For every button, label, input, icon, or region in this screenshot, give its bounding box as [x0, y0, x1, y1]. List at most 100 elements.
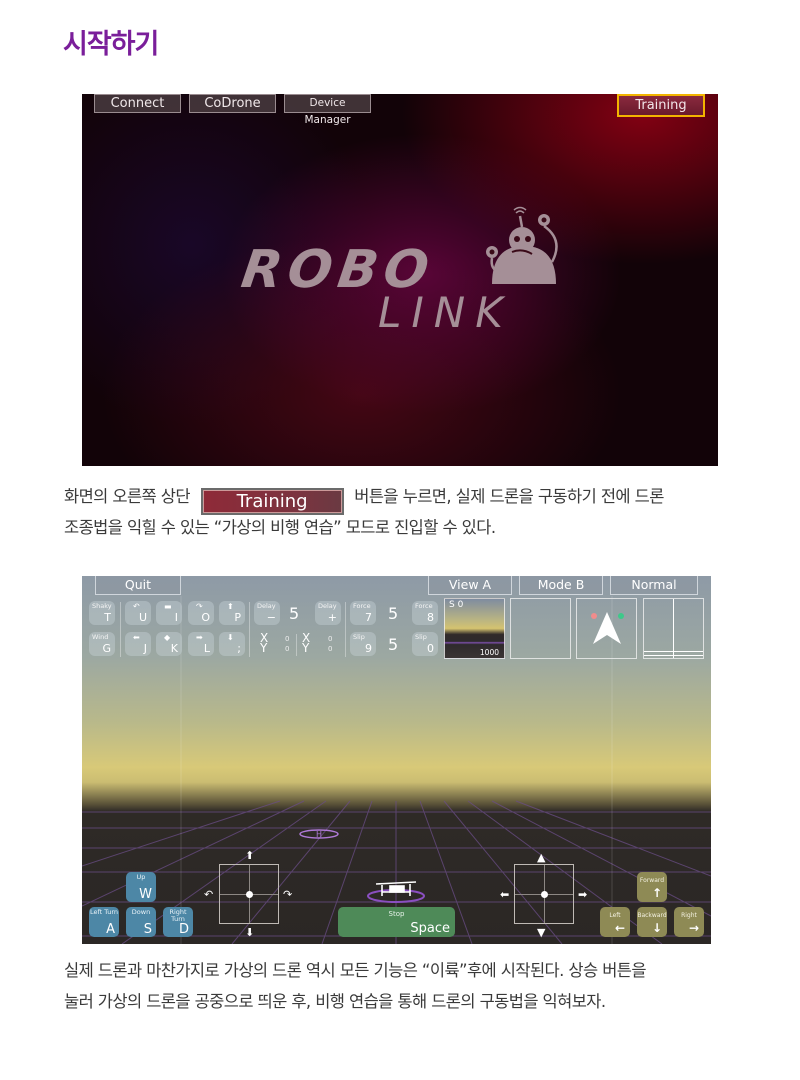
key-delay-plus[interactable]: Delay + [315, 601, 341, 625]
camera-altitude-value: 1000 [479, 648, 499, 657]
turn-right-icon: ↷ [283, 888, 293, 901]
device-manager-button[interactable]: Device Manager [284, 94, 371, 126]
left-turn-a-button[interactable]: Left Turn A [89, 907, 119, 937]
x-value: 0 [285, 635, 290, 643]
codrone-button[interactable]: CoDrone [189, 94, 276, 113]
key-label: Left Turn [89, 908, 119, 916]
key-char: ; [237, 642, 241, 655]
key-l[interactable]: ➡ L [188, 632, 214, 656]
right-button[interactable]: Right → [674, 907, 704, 937]
delay-value: 5 [289, 604, 300, 623]
y-value: 0 [328, 645, 333, 653]
key-label: Force [415, 602, 433, 610]
down-arrow-icon: ↓ [651, 921, 662, 935]
paragraph-1-line-1: 화면의 오른쪽 상단 Training 버튼을 누르면, 실제 드론을 구동하기… [64, 482, 664, 515]
key-char: − [266, 611, 276, 624]
x-label: X [302, 631, 311, 645]
empty-panel [510, 598, 571, 659]
key-p[interactable]: ⬆ P [219, 601, 245, 625]
flat-icon: ◆ [164, 633, 171, 642]
mode-b-tab[interactable]: Mode B [519, 576, 603, 595]
y-label: Y [260, 641, 268, 655]
connect-button[interactable]: Connect [94, 94, 181, 113]
key-label: Wind [92, 633, 109, 641]
normal-tab[interactable]: Normal [610, 576, 698, 595]
y-label: Y [302, 641, 310, 655]
key-char: 7 [365, 611, 372, 624]
view-a-tab[interactable]: View A [428, 576, 512, 595]
xy-left-labels: X Y [260, 632, 268, 655]
up-arrow-icon: ↑ [651, 886, 662, 900]
throttle-gauge-panel [643, 598, 704, 659]
inline-training-button-image: Training [200, 488, 344, 515]
turn-left-icon: ↶ [204, 888, 214, 901]
virtual-training-screen: H Quit View A Mode B Normal Shaky T ↶ U … [82, 576, 711, 944]
training-button[interactable]: Training [617, 94, 705, 117]
key-char: W [139, 887, 152, 902]
key-k[interactable]: ◆ K [156, 632, 182, 656]
key-label: Shaky [92, 602, 112, 610]
flat-icon: ▬ [164, 602, 172, 611]
drone-icon [375, 881, 417, 896]
left-arrow-icon: ← [614, 921, 625, 935]
key-char: K [170, 642, 178, 655]
key-slip-9[interactable]: Slip 9 [350, 632, 376, 656]
key-force-8[interactable]: Force 8 [412, 601, 438, 625]
key-label: Delay [318, 602, 337, 610]
left-arrow-icon: ⬅ [133, 633, 140, 642]
key-char: Space [410, 921, 450, 936]
camera-view-panel: S 0 1000 [444, 598, 505, 659]
key-char: O [201, 611, 210, 624]
up-w-button[interactable]: Up W [126, 872, 156, 902]
left-arrow-icon: ⬅ [500, 888, 510, 901]
section-heading: 시작하기 [63, 29, 159, 60]
right-arrow-icon: ➡ [196, 633, 203, 642]
key-label: Down [131, 908, 151, 916]
paragraph-text: 버튼을 누르면, 실제 드론을 구동하기 전에 드론 [354, 487, 664, 506]
key-o[interactable]: ↷ O [188, 601, 214, 625]
forward-button[interactable]: Forward ↑ [637, 872, 667, 902]
key-label: Left [609, 912, 621, 919]
camera-title: S 0 [449, 600, 464, 610]
key-shaky-t[interactable]: Shaky T [89, 601, 115, 625]
key-delay-minus[interactable]: Delay − [254, 601, 280, 625]
down-arrow-icon: ⬇ [245, 926, 255, 939]
key-label: Right [681, 912, 697, 919]
right-joystick-pad[interactable] [514, 864, 574, 924]
key-char: P [234, 611, 241, 624]
key-j[interactable]: ⬅ J [125, 632, 151, 656]
key-char: S [143, 922, 152, 937]
divider [296, 634, 297, 656]
key-char: + [327, 611, 337, 624]
key-label: Forward [639, 877, 665, 884]
backward-button[interactable]: Backward ↓ [637, 907, 667, 937]
robot-mascot-icon [486, 206, 558, 284]
key-u[interactable]: ↶ U [125, 601, 151, 625]
key-char: U [138, 611, 147, 624]
xy-left-values: 0 0 [285, 634, 289, 654]
key-semicolon[interactable]: ⬇ ; [219, 632, 245, 656]
key-label: Right Turn [169, 908, 187, 923]
quit-button[interactable]: Quit [95, 576, 181, 595]
key-label: Force [353, 602, 371, 610]
key-force-7[interactable]: Force 7 [350, 601, 376, 625]
right-turn-d-button[interactable]: Right Turn D [163, 907, 193, 937]
left-joystick-pad[interactable] [219, 864, 279, 924]
paragraph-1-line-2: 조종법을 익힐 수 있는 “가상의 비행 연습” 모드로 진입할 수 있다. [64, 518, 496, 537]
force-value: 5 [388, 604, 399, 623]
paragraph-text: 화면의 오른쪽 상단 [64, 487, 191, 506]
x-value: 0 [328, 635, 333, 643]
key-wind-g[interactable]: Wind G [89, 632, 115, 656]
robolink-logo: ROBO LINK [238, 206, 562, 337]
slip-value: 5 [388, 635, 399, 654]
key-slip-0[interactable]: Slip 0 [412, 632, 438, 656]
left-button[interactable]: Left ← [600, 907, 630, 937]
down-s-button[interactable]: Down S [126, 907, 156, 937]
key-char: A [106, 922, 115, 937]
key-char: G [102, 642, 111, 655]
key-i[interactable]: ▬ I [156, 601, 182, 625]
key-label: Up [136, 873, 146, 881]
logo-text-link: LINK [378, 288, 513, 337]
paragraph-2-line-2: 눌러 가상의 드론을 공중으로 띄운 후, 비행 연습을 통해 드론의 구동법을… [64, 992, 606, 1011]
stop-space-button[interactable]: Stop Space [338, 907, 455, 937]
